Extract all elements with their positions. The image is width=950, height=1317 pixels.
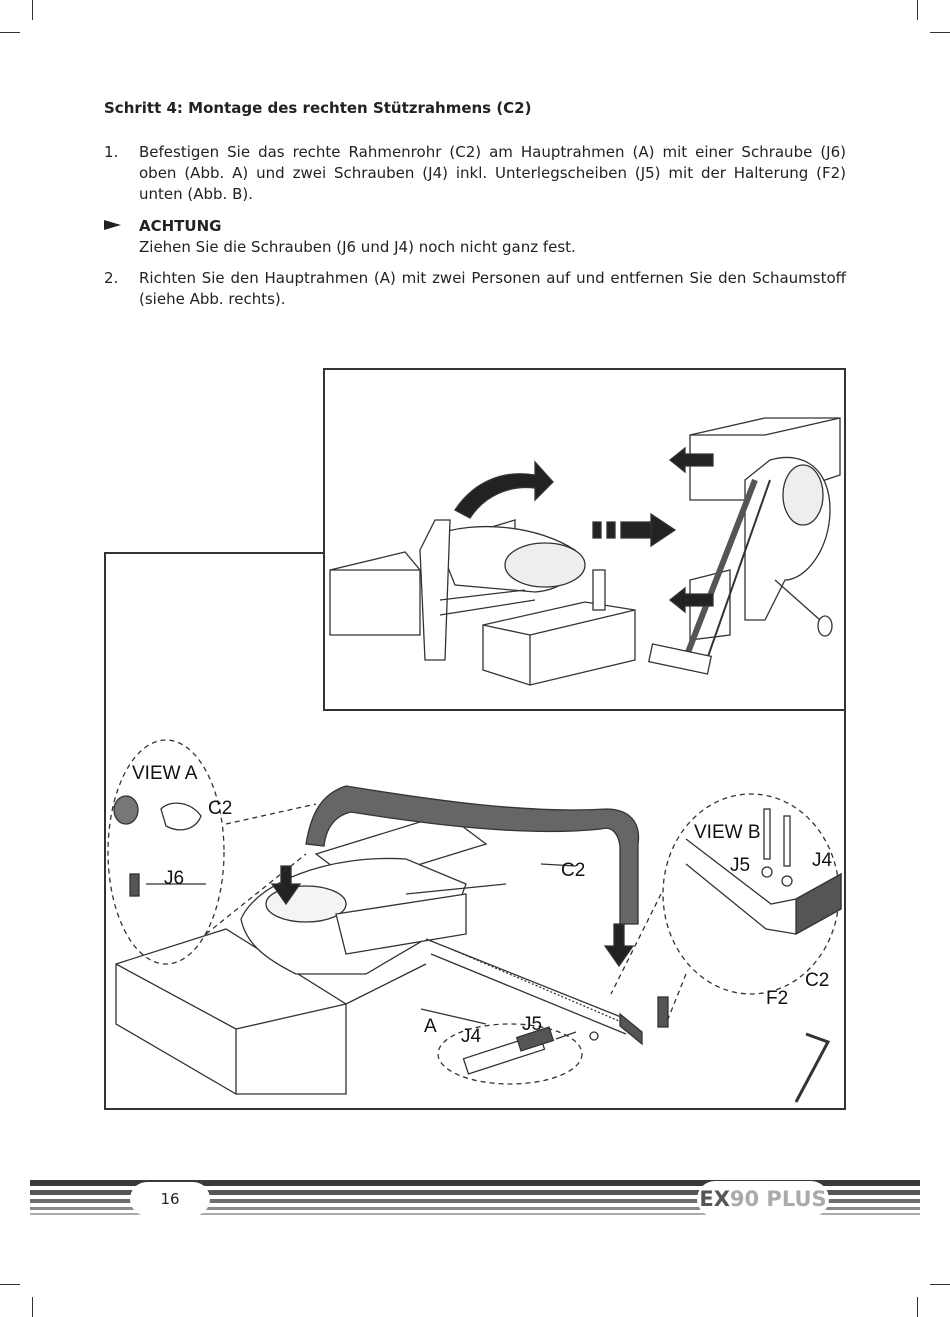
label-f2: F2 — [766, 988, 788, 1009]
footer-stripes — [30, 1180, 920, 1215]
step-text: Richten Sie den Hauptrahmen (A) mit zwei… — [139, 269, 846, 308]
upright-illustration — [329, 417, 841, 686]
crop-mark — [917, 0, 918, 20]
pointer-arrow-icon — [104, 220, 121, 230]
upright-figure — [323, 368, 846, 711]
crop-mark — [0, 1284, 20, 1285]
section-heading: Schritt 4: Montage des rechten Stützrahm… — [104, 99, 531, 117]
step-item: 2. Richten Sie den Hauptrahmen (A) mit z… — [104, 268, 846, 310]
caution-text: Ziehen Sie die Schrauben (J6 und J4) noc… — [139, 238, 576, 256]
crop-mark — [930, 32, 950, 33]
label-j4: J4 — [461, 1026, 482, 1047]
label-view-a: VIEW A — [132, 763, 198, 784]
label-j5: J5 — [522, 1014, 542, 1035]
crop-mark — [32, 1297, 33, 1317]
page-number: 16 — [130, 1182, 210, 1216]
label-c2: C2 — [208, 798, 232, 819]
brand-logo: EX90 PLUS — [697, 1181, 829, 1217]
step-item: 1. Befestigen Sie das rechte Rahmenrohr … — [104, 142, 846, 205]
crop-mark — [0, 32, 20, 33]
label-a: A — [424, 1016, 437, 1037]
step-label: Schritt 4: — [104, 99, 183, 117]
label-view-b: VIEW B — [694, 822, 761, 843]
step-number: 1. — [104, 143, 119, 161]
crop-mark — [32, 0, 33, 20]
crop-mark — [917, 1297, 918, 1317]
brand-part-1: EX — [699, 1187, 730, 1211]
crop-mark — [930, 1284, 950, 1285]
label-j6: J6 — [164, 868, 184, 889]
step-text: Befestigen Sie das rechte Rahmenrohr (C2… — [139, 143, 846, 203]
caution-note: ACHTUNG Ziehen Sie die Schrauben (J6 und… — [104, 216, 576, 258]
label-j4: J4 — [812, 850, 833, 871]
brand-part-2: 90 PLUS — [729, 1187, 827, 1211]
step-title: Montage des rechten Stützrahmens (C2) — [188, 99, 532, 117]
label-c2: C2 — [805, 970, 829, 991]
step-number: 2. — [104, 269, 119, 287]
caution-title: ACHTUNG — [139, 217, 222, 235]
label-j5: J5 — [730, 855, 750, 876]
assembly-illustration: VIEW A C2 J6 C2 A J4 J5 VIEW B J5 J4 C2 … — [107, 739, 842, 1103]
label-c2: C2 — [561, 860, 585, 881]
